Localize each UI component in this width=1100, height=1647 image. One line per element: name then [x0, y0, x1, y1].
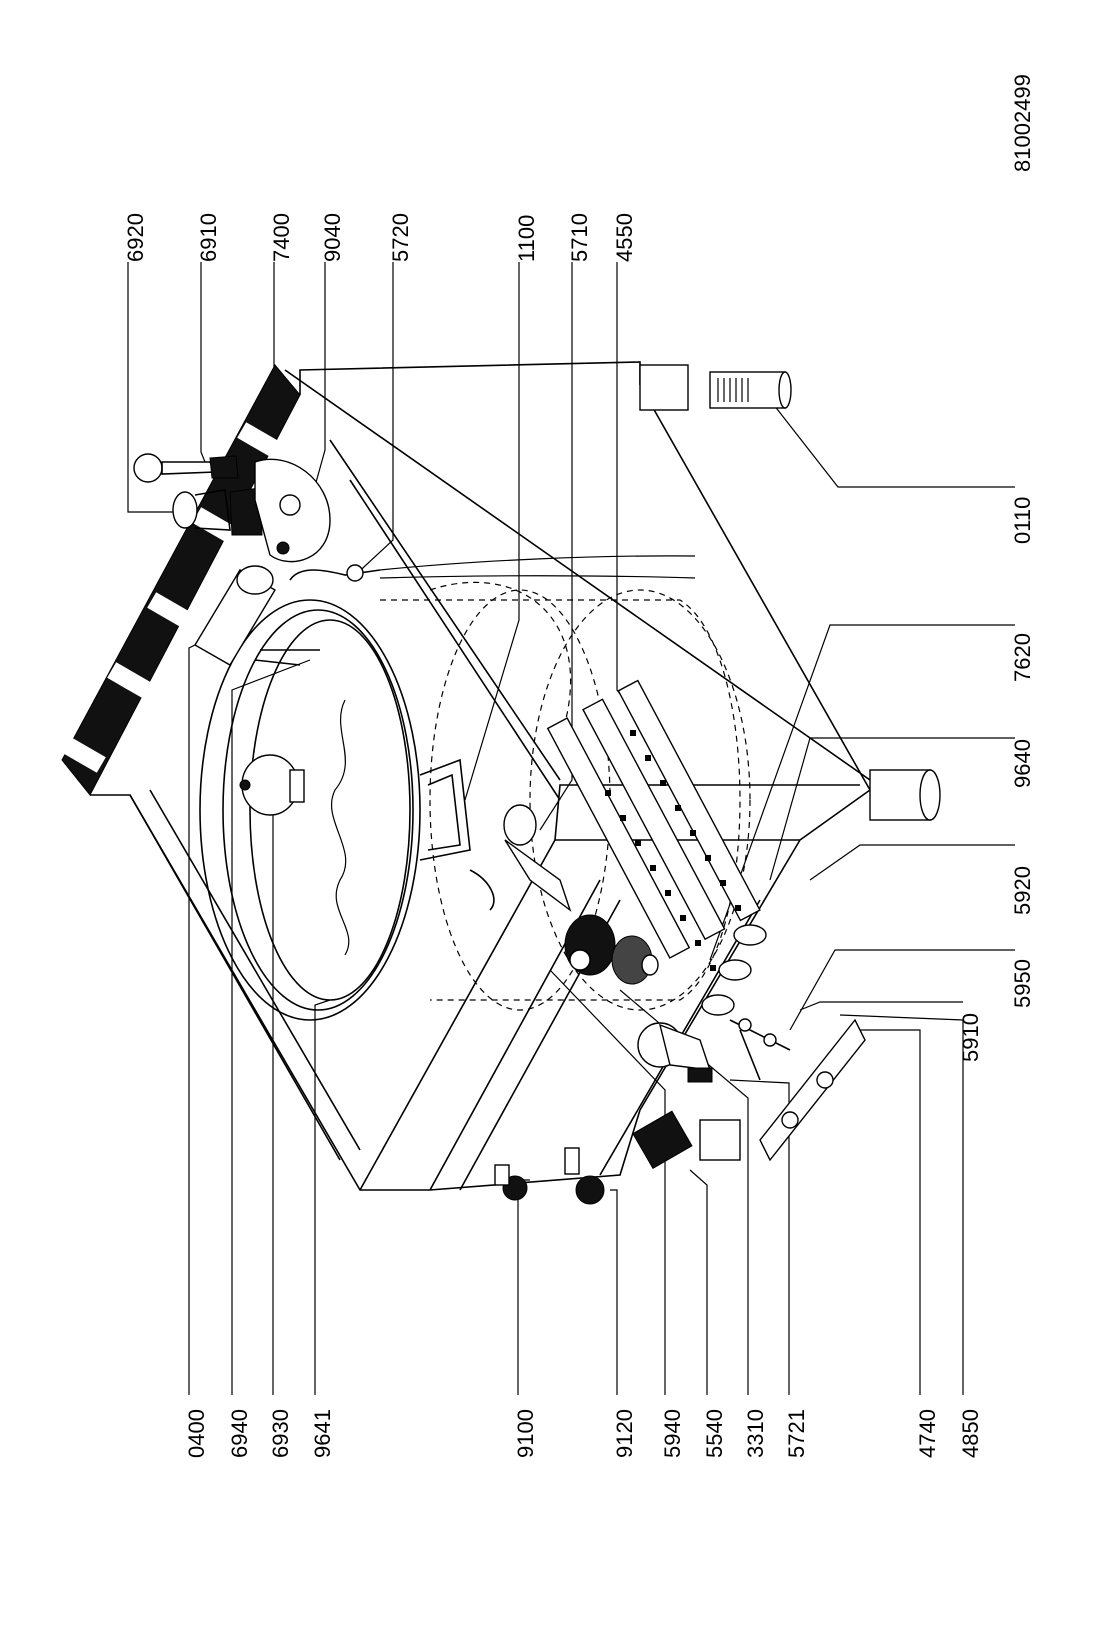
label-9100: 9100: [513, 1409, 538, 1458]
label-4550: 4550: [612, 213, 637, 262]
label-7620: 7620: [1010, 633, 1035, 682]
burner-head-7620: [611, 935, 659, 985]
label-5910: 5910: [958, 1013, 983, 1062]
label-4850: 4850: [958, 1409, 983, 1458]
label-5721: 5721: [784, 1409, 809, 1458]
label-1100: 1100: [514, 215, 539, 262]
label-6910: 6910: [196, 213, 221, 262]
label-9641: 9641: [310, 1409, 335, 1458]
drawing-number: 81002499: [1010, 74, 1035, 172]
label-5540: 5540: [702, 1409, 727, 1458]
label-5920: 5920: [1010, 866, 1035, 915]
knob-9100: [494, 1164, 528, 1201]
foot-top: [639, 364, 689, 411]
label-5720: 5720: [388, 213, 413, 262]
label-5710: 5710: [567, 213, 592, 262]
cover-plate-9040: [254, 458, 331, 563]
label-6920: 6920: [123, 213, 148, 262]
label-9640: 9640: [1010, 739, 1035, 788]
label-5940: 5940: [660, 1409, 685, 1458]
thermometer-6920: [133, 453, 239, 483]
label-6940: 6940: [227, 1409, 252, 1458]
gas-valve-5710: [469, 804, 572, 912]
appliance-body: [61, 361, 941, 1191]
label-7400: 7400: [269, 213, 294, 262]
label-0400: 0400: [184, 1409, 209, 1458]
switch-5540: [632, 1110, 693, 1170]
sensor-5720: [289, 555, 696, 582]
foot-right: [869, 769, 941, 821]
cap-5940: [564, 914, 616, 976]
safety-valve-6910: [172, 487, 263, 536]
right-labels: 0110 7620 9640 5920 5950 5910: [958, 497, 1035, 1062]
label-0110: 0110: [1010, 497, 1035, 544]
label-4740: 4740: [915, 1409, 940, 1458]
label-6930: 6930: [268, 1409, 293, 1458]
label-5950: 5950: [1010, 959, 1035, 1008]
top-labels: 6920 6910 7400 9040 5720 1100 5710 4550: [123, 213, 637, 262]
bracket-4740: [759, 1018, 866, 1162]
kettle-lid: [199, 599, 471, 1021]
label-9120: 9120: [612, 1409, 637, 1458]
foot-bottom: [699, 1119, 741, 1161]
label-3310: 3310: [743, 1409, 768, 1458]
hinge-0400: [194, 565, 320, 666]
nipple-0110: [709, 371, 792, 409]
knob-9120: [564, 1147, 605, 1205]
pilot-5950: [637, 1022, 713, 1083]
label-9040: 9040: [320, 213, 345, 262]
burner-tubes: [546, 679, 767, 1016]
thermocouple-5920: [729, 1018, 791, 1081]
bottom-labels: 0400 6940 6930 9641 9100 9120 5940 5540 …: [184, 1409, 983, 1458]
